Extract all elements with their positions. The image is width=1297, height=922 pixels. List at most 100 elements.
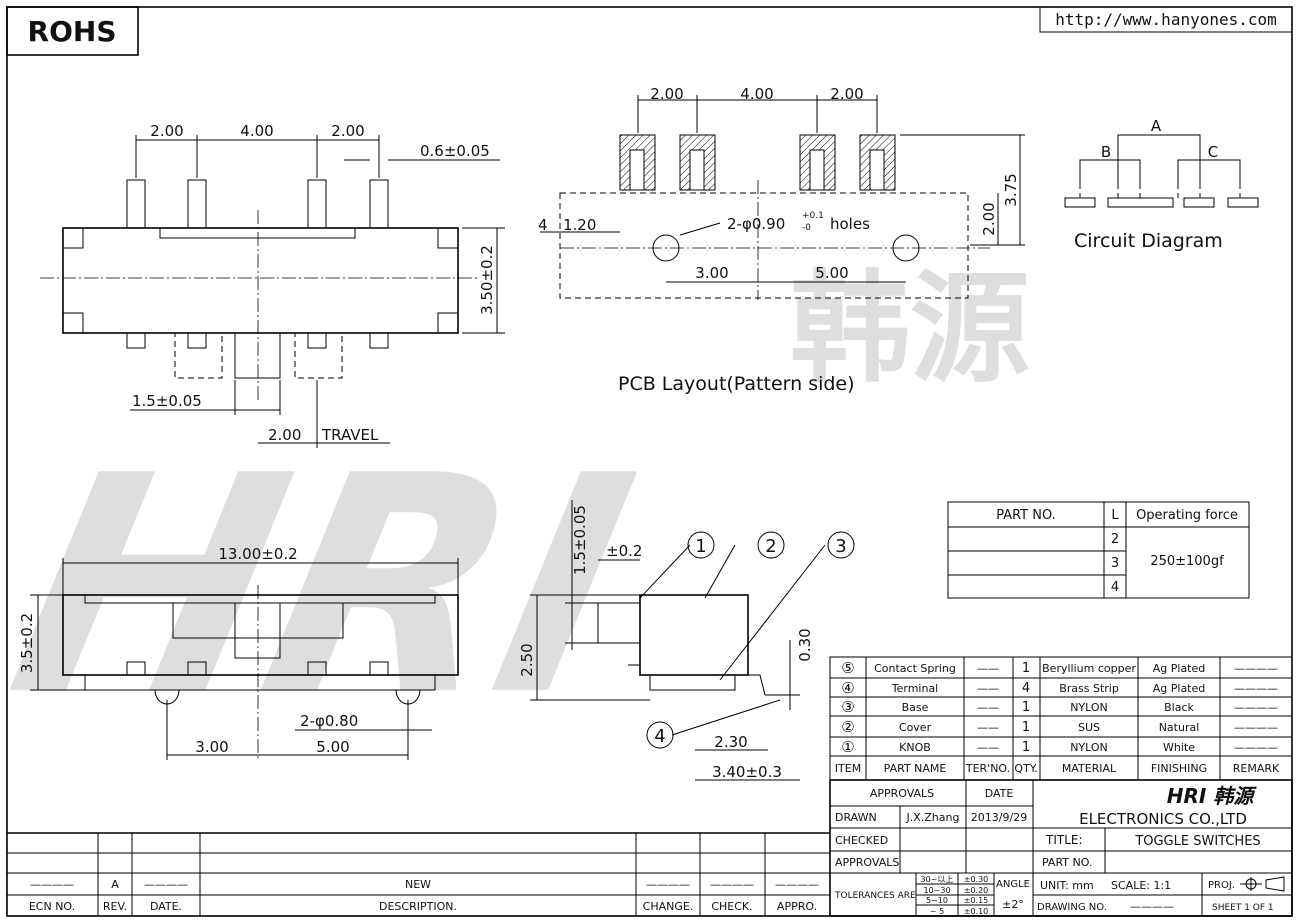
bom-header-material: MATERIAL bbox=[1062, 762, 1117, 775]
bom-part-name: Base bbox=[902, 701, 929, 714]
rev-header-ecn: ECN NO. bbox=[29, 900, 75, 913]
bom-finishing: Ag Plated bbox=[1153, 682, 1206, 695]
title-block: APPROVALS DATE DRAWN J.X.Zhang 2013/9/29… bbox=[829, 779, 1293, 917]
drawing-no-label: DRAWING NO. bbox=[1037, 902, 1107, 913]
bom-material: SUS bbox=[1078, 721, 1100, 734]
side-dim-340: 3.40±0.3 bbox=[712, 763, 782, 781]
drawn-label: DRAWN bbox=[835, 811, 877, 824]
rev-header-date: DATE. bbox=[150, 900, 182, 913]
bom-header-qty: QTY. bbox=[1014, 762, 1037, 775]
front-dim-300: 3.00 bbox=[195, 738, 228, 756]
svg-text:HRI: HRI bbox=[0, 411, 656, 761]
rev-header-change: CHANGE. bbox=[643, 900, 694, 913]
dim-top-2: 2.00 bbox=[150, 122, 183, 140]
front-dim-length: 13.00±0.2 bbox=[218, 545, 297, 563]
row-l: 3 bbox=[1111, 556, 1119, 571]
pcb-dim-200: 2.00 bbox=[980, 202, 998, 235]
header-operating-force: Operating force bbox=[1136, 508, 1238, 523]
tol-range: ~ 5 bbox=[930, 907, 944, 916]
bom-header-ter-no: TER'NO. bbox=[965, 762, 1010, 775]
dim-top-2b: 2.00 bbox=[331, 122, 364, 140]
bom-qty: 1 bbox=[1022, 700, 1030, 715]
pcb-holes-tol-plus: +0.1 bbox=[802, 211, 824, 221]
drawn-date: 2013/9/29 bbox=[971, 811, 1027, 824]
pcb-dim-375: 3.75 bbox=[1002, 173, 1020, 206]
bom-table: ⑤ Contact Spring —— 1 Beryllium copper A… bbox=[829, 656, 1293, 781]
dim-knob: 1.5±0.05 bbox=[132, 392, 202, 410]
sheet-label: SHEET 1 OF 1 bbox=[1212, 903, 1274, 913]
bom-material: Brass Strip bbox=[1059, 682, 1119, 695]
rev-header-description: DESCRIPTION. bbox=[379, 900, 457, 913]
angle-tolerance: ±2° bbox=[1002, 898, 1024, 911]
pcb-dim-4: 4.00 bbox=[740, 85, 773, 103]
row-l: 4 bbox=[1111, 580, 1119, 595]
pcb-holes-tol-minus: -0 bbox=[802, 223, 811, 233]
part-number-table: PART NO. L Operating force 2 3 4 250±100… bbox=[947, 501, 1250, 599]
bom-remark: ———— bbox=[1234, 721, 1278, 734]
front-dim-pins: 2-φ0.80 bbox=[300, 712, 358, 730]
pcb-layout-caption: PCB Layout(Pattern side) bbox=[618, 373, 855, 395]
circuit-label-a: A bbox=[1151, 117, 1162, 135]
pcb-dim-2: 2.00 bbox=[650, 85, 683, 103]
bom-part-name: Terminal bbox=[891, 682, 939, 695]
rev-description: NEW bbox=[405, 878, 431, 891]
bom-ter-no: —— bbox=[977, 662, 999, 675]
front-view: 13.00±0.2 3.5±0.2 2-φ0.80 3.00 5.00 bbox=[18, 545, 459, 760]
bom-qty: 4 bbox=[1022, 681, 1030, 696]
tol-value: ±0.15 bbox=[964, 896, 989, 905]
pcb-dim-2b: 2.00 bbox=[830, 85, 863, 103]
company-name: ELECTRONICS CO.,LTD bbox=[1079, 810, 1247, 828]
bom-qty: 1 bbox=[1022, 661, 1030, 676]
approvals-label: APPROVALS bbox=[835, 856, 899, 869]
balloon-2: 2 bbox=[765, 536, 776, 557]
rohs-label: ROHS bbox=[28, 15, 117, 48]
circuit-caption: Circuit Diagram bbox=[1074, 230, 1223, 252]
bom-header-remark: REMARK bbox=[1233, 762, 1280, 775]
pcb-holes-dim: 2-φ0.90 bbox=[727, 215, 785, 233]
projection-label: PROJ. bbox=[1208, 880, 1235, 891]
pcb-dim-4-prefix: 4 bbox=[538, 216, 548, 234]
date-header: DATE bbox=[985, 787, 1014, 800]
tolerances-label: TOLERANCES ARE bbox=[834, 891, 916, 901]
pcb-layout: 2.00 4.00 2.00 3.75 2.00 1.20 4 2-φ0.90 … bbox=[538, 85, 1025, 395]
side-dim-030: 0.30 bbox=[796, 628, 814, 661]
balloon-3: 3 bbox=[835, 536, 846, 557]
approvals-header: APPROVALS bbox=[870, 787, 934, 800]
rev-header-check: CHECK. bbox=[711, 900, 752, 913]
rev-appro: ———— bbox=[775, 878, 819, 891]
projection-symbol-icon bbox=[1240, 876, 1285, 892]
bom-ter-no: —— bbox=[977, 701, 999, 714]
side-dim-tol: ±0.2 bbox=[606, 542, 642, 560]
side-dim-250: 2.50 bbox=[518, 643, 536, 676]
unit-label: UNIT: mm bbox=[1040, 879, 1094, 892]
bom-item: ④ bbox=[841, 679, 854, 697]
title-label: TITLE: bbox=[1045, 833, 1083, 847]
bom-material: Beryllium copper bbox=[1042, 662, 1136, 675]
bom-finishing: Natural bbox=[1159, 721, 1200, 734]
angle-label: ANGLE bbox=[996, 879, 1030, 890]
tol-range: 30~以上 bbox=[921, 875, 954, 884]
scale-label: SCALE: 1:1 bbox=[1111, 879, 1171, 892]
bom-item: ① bbox=[841, 738, 854, 756]
rev-header-rev: REV. bbox=[103, 900, 127, 913]
side-view: 1 2 3 4 1.5±0.05 ±0.2 2.50 0.30 2.30 3.4… bbox=[518, 500, 855, 781]
bom-part-name: Contact Spring bbox=[874, 662, 956, 675]
tol-value: ±0.10 bbox=[964, 907, 989, 916]
tol-range: 10~30 bbox=[923, 886, 950, 895]
tol-range: 5~10 bbox=[926, 896, 948, 905]
circuit-label-b: B bbox=[1101, 143, 1111, 161]
bom-header-item: ITEM bbox=[835, 762, 861, 775]
header-l: L bbox=[1111, 508, 1119, 523]
watermark-logo: HRI 韩源 bbox=[0, 260, 1030, 761]
tol-value: ±0.30 bbox=[964, 875, 989, 884]
pcb-dim-300: 3.00 bbox=[695, 264, 728, 282]
website-url[interactable]: http://www.hanyones.com bbox=[1055, 10, 1277, 29]
bom-remark: ———— bbox=[1234, 662, 1278, 675]
bom-header-finishing: FINISHING bbox=[1151, 762, 1207, 775]
front-dim-500: 5.00 bbox=[316, 738, 349, 756]
drawing-title: TOGGLE SWITCHES bbox=[1134, 834, 1260, 849]
rev-date: ———— bbox=[144, 878, 188, 891]
bom-ter-no: —— bbox=[977, 741, 999, 754]
bom-header-part-name: PART NAME bbox=[884, 762, 947, 775]
